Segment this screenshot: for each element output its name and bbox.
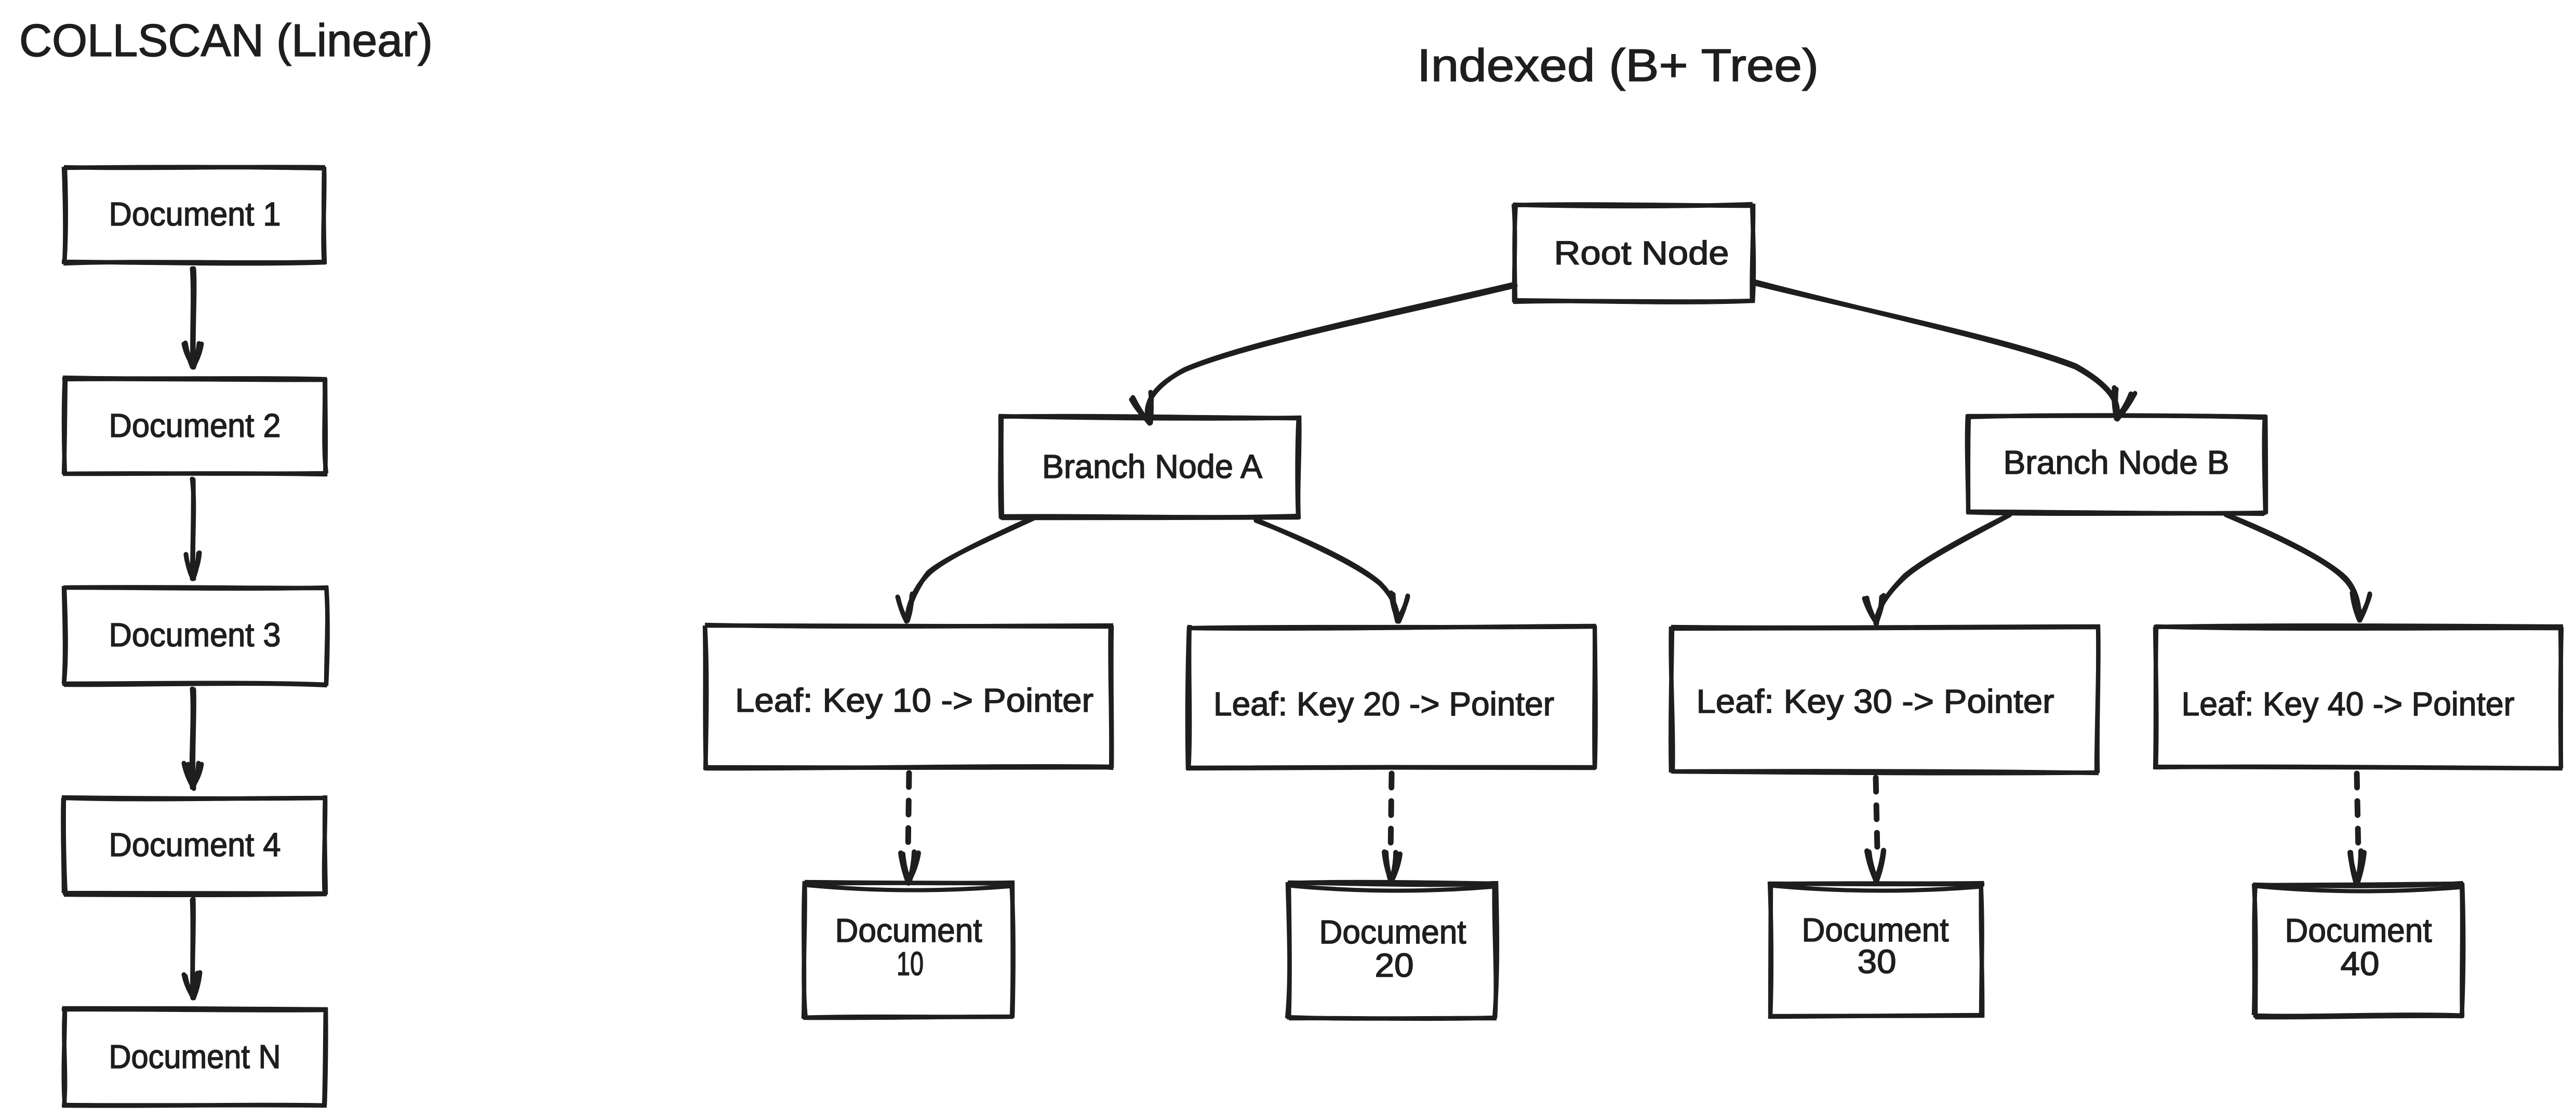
svg-text:Document: Document: [835, 912, 982, 949]
svg-text:10: 10: [897, 945, 924, 982]
svg-text:Root Node: Root Node: [1554, 234, 1729, 272]
svg-text:Leaf: Key 40 -> Pointer: Leaf: Key 40 -> Pointer: [2182, 685, 2515, 723]
svg-text:Document 1: Document 1: [109, 195, 281, 233]
svg-text:Document 4: Document 4: [109, 826, 281, 863]
svg-text:Leaf: Key 10 -> Pointer: Leaf: Key 10 -> Pointer: [735, 682, 1093, 719]
svg-text:Document: Document: [1319, 913, 1466, 951]
svg-text:20: 20: [1375, 947, 1414, 984]
svg-text:30: 30: [1858, 943, 1897, 980]
svg-text:Branch Node B: Branch Node B: [2004, 444, 2230, 481]
svg-text:Indexed (B+ Tree): Indexed (B+ Tree): [1417, 39, 1819, 91]
svg-text:Document N: Document N: [109, 1038, 281, 1075]
svg-text:Document: Document: [2285, 912, 2432, 949]
svg-text:40: 40: [2341, 945, 2380, 982]
svg-text:Leaf: Key 30 -> Pointer: Leaf: Key 30 -> Pointer: [1697, 683, 2054, 720]
svg-text:COLLSCAN (Linear): COLLSCAN (Linear): [19, 15, 433, 66]
svg-text:Document 3: Document 3: [109, 616, 281, 654]
svg-text:Document: Document: [1802, 911, 1949, 949]
svg-text:Document 2: Document 2: [109, 407, 281, 444]
svg-text:Branch Node A: Branch Node A: [1042, 448, 1262, 485]
svg-text:Leaf: Key 20 -> Pointer: Leaf: Key 20 -> Pointer: [1213, 685, 1554, 723]
